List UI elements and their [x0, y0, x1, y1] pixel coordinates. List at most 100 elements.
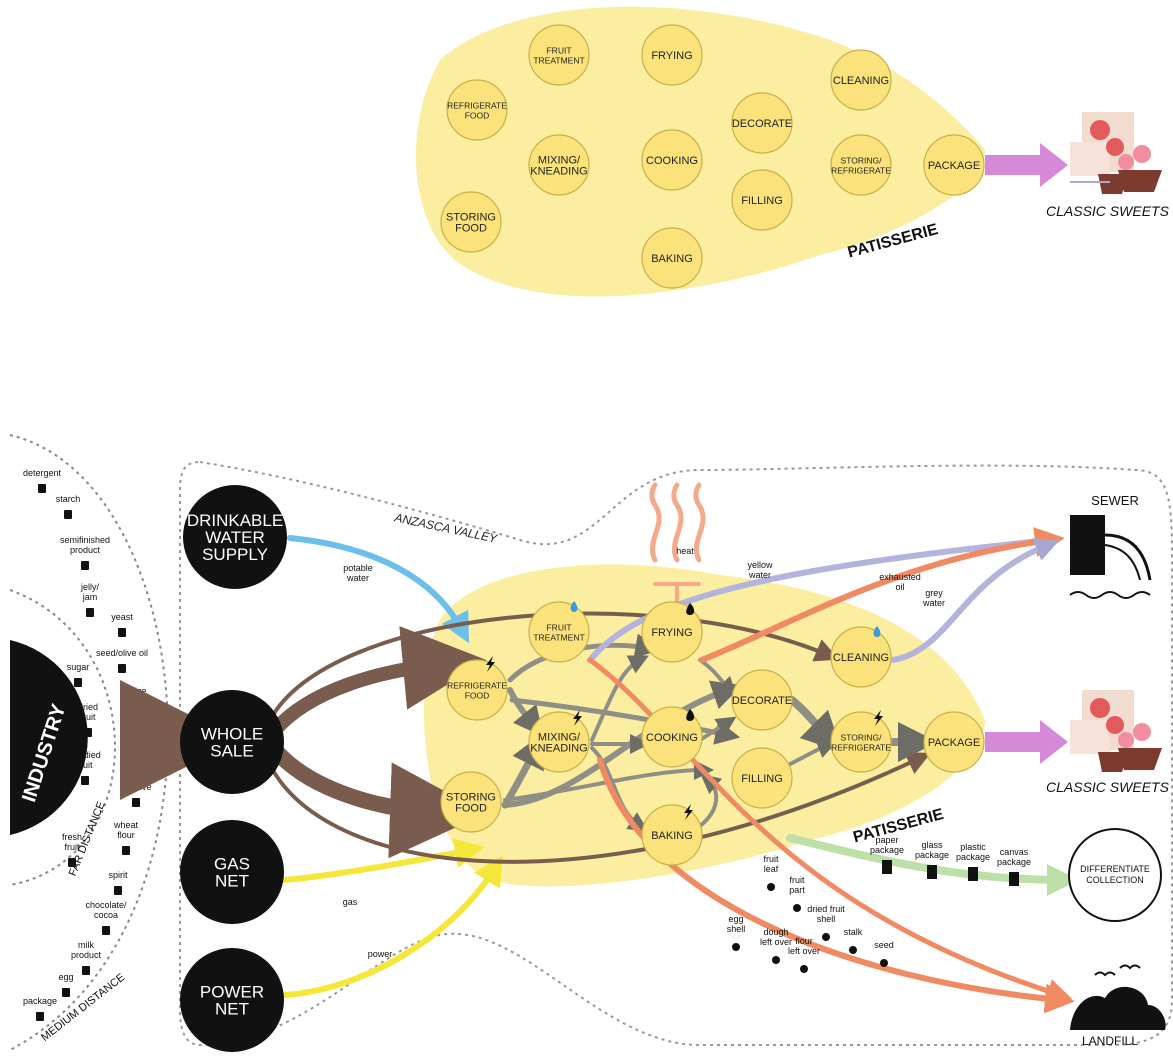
- supply-label: sugar: [67, 662, 90, 672]
- package-label: package: [870, 845, 904, 855]
- sewer-output: SEWER: [1069, 493, 1152, 599]
- bottom-node-mixing: MIXING/KNEADING: [528, 711, 590, 773]
- supply-label: seed/olive oil: [96, 648, 148, 658]
- source-gas-line-2: NET: [215, 872, 249, 891]
- exhausted-oil-label: exhausted: [879, 572, 921, 582]
- medium-distance-label: MEDIUM DISTANCE: [39, 971, 127, 1044]
- supply-icon: [84, 728, 92, 737]
- flame-icon: [686, 603, 695, 615]
- top-node-mixing: MIXING/KNEADING: [528, 134, 590, 196]
- supply-icon: [81, 776, 89, 785]
- supply-icon: [122, 846, 130, 855]
- bottom-storing-food-line-1: STORING: [446, 791, 496, 803]
- bottom-classic-sweets-label: CLASSIC SWEETS: [1046, 779, 1170, 795]
- supply-label: product: [71, 950, 102, 960]
- bottom-node-storing-refrigerate: STORING/REFRIGERATE: [830, 711, 892, 773]
- top-node-circle: [641, 24, 703, 86]
- supply-icon: [86, 608, 94, 617]
- heat-label: heat: [676, 546, 694, 556]
- supply-label: additive: [120, 782, 151, 792]
- top-node-circle: [440, 191, 502, 253]
- bottom-storing-food-line-2: FOOD: [455, 802, 487, 814]
- top-node-package: PACKAGE: [923, 134, 985, 196]
- package-label: canvas: [1000, 847, 1029, 857]
- bolt-icon: [684, 804, 693, 820]
- flame-icon: [686, 709, 695, 721]
- heat-wave-3: [693, 482, 706, 563]
- bottom-node-circle: [440, 771, 502, 833]
- yellow-water-flow: [587, 529, 1062, 663]
- top-classic-sweets-icon: [1070, 112, 1162, 194]
- bottom-node-baking: BAKING: [641, 804, 703, 866]
- source-circle: [180, 690, 284, 794]
- sewer-label: SEWER: [1091, 493, 1139, 508]
- bottom-diagram: INDUSTRY FAR DISTANCE MEDIUM DISTANCE de…: [9, 434, 1173, 1052]
- supply-icon: [114, 886, 122, 895]
- supply-label: starch: [56, 494, 81, 504]
- medium-distance-arc: [9, 434, 169, 1051]
- top-decorate-line-1: DECORATE: [732, 118, 792, 130]
- supply-icon: [132, 712, 140, 721]
- package-icon: [968, 867, 978, 881]
- top-node-circle: [528, 134, 590, 196]
- bottom-fruit-treatment-line-1: FRUIT: [546, 623, 571, 633]
- dough-waste-flow: [597, 757, 1075, 1014]
- landfill-label: LANDFILL: [1082, 1034, 1138, 1048]
- gas-flow: [282, 838, 485, 883]
- waste-label: part: [789, 885, 805, 895]
- sewer-pipe-icon: [1070, 515, 1105, 575]
- bottom-node-cleaning: CLEANING: [830, 626, 892, 688]
- waste-icon: [793, 904, 801, 912]
- supply-item: chocolate/cocoa: [85, 900, 127, 935]
- waste-label: stalk: [844, 927, 863, 937]
- supply-label: egg: [58, 972, 73, 982]
- waste-icon: [772, 956, 780, 964]
- top-node-circle: [528, 24, 590, 86]
- landfill-icon: [1070, 986, 1166, 1030]
- supply-label: package: [23, 996, 57, 1006]
- bottom-node-circle: [528, 711, 590, 773]
- supply-item: jelly/jam: [80, 582, 99, 617]
- top-package-arrow: [985, 143, 1068, 187]
- top-storing-food-line-1: STORING: [446, 211, 496, 223]
- waste-label: dried fruit: [807, 904, 845, 914]
- supply-icon: [36, 1012, 44, 1021]
- top-storing-refrigerate-line-2: REFRIGERATE: [831, 166, 891, 176]
- top-frying-line-1: FRYING: [651, 50, 692, 62]
- collection-label-1: DIFFERENTIATE: [1080, 864, 1150, 874]
- package-icon: [882, 860, 892, 874]
- supply-label: product: [70, 545, 101, 555]
- supply-item: salt: [126, 724, 140, 749]
- organic-waste-flow: [587, 657, 1072, 1004]
- grey-water-flow: [890, 538, 1060, 663]
- waste-label: fruit: [789, 875, 805, 885]
- exhausted-oil-label: oil: [895, 582, 904, 592]
- waste-label: shell: [817, 914, 836, 924]
- supply-label: jam: [82, 592, 98, 602]
- source-power-line-1: POWER: [200, 983, 264, 1002]
- supply-icon: [64, 510, 72, 519]
- top-node-circle: [446, 79, 508, 141]
- far-distance-arc: [9, 589, 116, 886]
- supply-icon: [118, 628, 126, 637]
- bolt-icon: [874, 710, 883, 726]
- waste-label: left over: [760, 937, 792, 947]
- supply-item: spirit: [108, 870, 128, 895]
- wholesale-to-cleaning: [268, 611, 840, 722]
- bottom-node-frying: FRYING: [641, 601, 703, 663]
- water-drop-icon: [873, 626, 881, 637]
- top-node-cleaning: CLEANING: [830, 49, 892, 111]
- source-circle: [183, 485, 287, 589]
- supply-label: yeast: [111, 612, 133, 622]
- yellow-water-label: water: [748, 570, 771, 580]
- supply-label: flavour: [122, 696, 149, 706]
